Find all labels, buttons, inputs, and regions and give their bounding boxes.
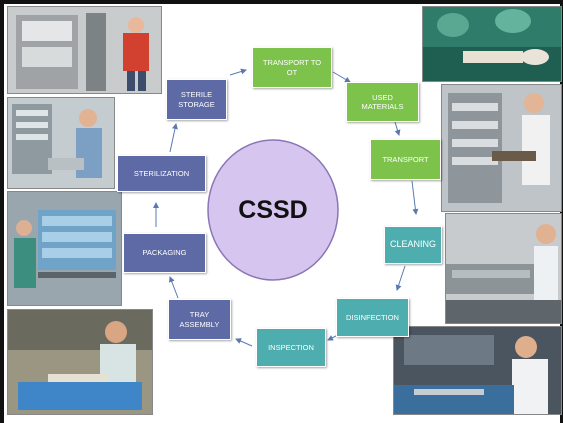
stage-label: DISINFECTION bbox=[346, 312, 399, 322]
stage-label: TRAY ASSEMBLY bbox=[179, 310, 220, 329]
center-circle: CSSD bbox=[207, 139, 339, 281]
arrow-cleaning-to-disinfection bbox=[395, 265, 406, 291]
arrow-transport-to-cleaning bbox=[411, 180, 419, 215]
stage-label: CLEANING bbox=[389, 239, 436, 250]
stage-inspection: INSPECTION bbox=[256, 328, 326, 367]
slide-left-border bbox=[0, 0, 4, 423]
arrow-transport-ot-to-used bbox=[332, 71, 351, 83]
arrow-used-to-transport bbox=[394, 121, 401, 136]
arrow-sterilization-to-storage bbox=[169, 123, 178, 153]
photo-cleaning-trolley bbox=[441, 84, 562, 212]
stage-label: TRANSPORT TO OT bbox=[262, 58, 322, 77]
photo-operating-theatre bbox=[422, 6, 562, 82]
photo-sterile-storage-cabinet bbox=[7, 6, 162, 94]
arrow-tray-to-packaging bbox=[168, 276, 179, 299]
stage-cleaning: CLEANING bbox=[384, 226, 442, 264]
stage-label: TRANSPORT bbox=[382, 154, 429, 164]
stage-packaging: PACKAGING bbox=[123, 233, 206, 273]
stage-label: PACKAGING bbox=[142, 248, 187, 258]
stage-disinfection: DISINFECTION bbox=[336, 298, 409, 337]
arrow-inspection-to-tray bbox=[235, 338, 253, 347]
stage-used-materials: USED MATERIALS bbox=[346, 82, 419, 122]
stage-label: USED MATERIALS bbox=[361, 92, 404, 111]
photo-cleaning-station bbox=[445, 213, 562, 324]
stage-tray-assembly: TRAY ASSEMBLY bbox=[168, 299, 231, 340]
stage-label: STERILIZATION bbox=[133, 168, 190, 178]
stage-label: INSPECTION bbox=[268, 342, 314, 352]
photo-tray-assembly-nurse bbox=[7, 309, 153, 415]
center-label: CSSD bbox=[238, 196, 307, 224]
photo-nurse-with-instrument-racks bbox=[7, 97, 115, 189]
stage-sterilization: STERILIZATION bbox=[117, 155, 206, 192]
stage-label: STERILE STORAGE bbox=[178, 90, 215, 109]
stage-transport: TRANSPORT bbox=[370, 139, 441, 180]
photo-washer-disinfector-loading bbox=[7, 191, 122, 306]
photo-instrument-inspection bbox=[393, 326, 562, 415]
stage-transport-to-ot: TRANSPORT TO OT bbox=[252, 47, 332, 88]
slide-top-border bbox=[0, 0, 563, 4]
arrow-storage-to-transport-ot bbox=[229, 68, 247, 76]
stage-sterile-storage: STERILE STORAGE bbox=[166, 79, 227, 120]
